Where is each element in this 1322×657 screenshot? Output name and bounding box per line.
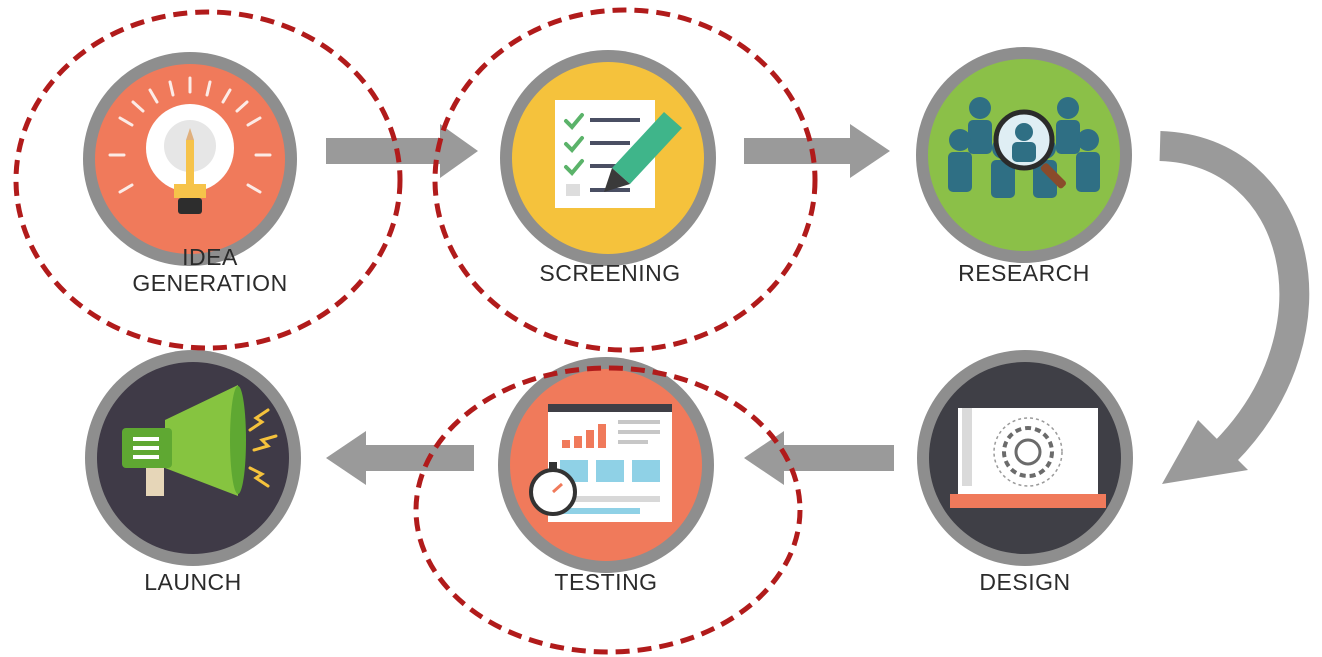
report-stopwatch-icon	[529, 404, 672, 522]
step-research	[916, 47, 1132, 263]
step-label-line: TESTING	[554, 569, 658, 595]
highlight-ellipse-idea-generation	[13, 9, 403, 351]
highlight-ellipse-screening	[432, 7, 818, 353]
arrow-testing-to-launch	[326, 431, 474, 485]
step-label-screening: SCREENING	[500, 260, 720, 286]
megaphone-icon	[122, 385, 278, 496]
step-label-research: RESEARCH	[914, 260, 1134, 286]
step-launch	[85, 350, 301, 566]
highlight-ellipse-testing	[413, 365, 803, 655]
step-label-launch: LAUNCH	[93, 569, 293, 595]
step-label-line: DESIGN	[979, 569, 1071, 595]
step-label-line: LAUNCH	[144, 569, 242, 595]
step-idea-generation	[83, 52, 297, 266]
step-label-line: RESEARCH	[958, 260, 1090, 286]
step-label-design: DESIGN	[925, 569, 1125, 595]
arrow-idea-to-screening	[326, 124, 478, 178]
people-magnifier-icon	[948, 97, 1100, 198]
checklist-icon	[555, 100, 682, 208]
blueprint-gear-icon	[950, 408, 1106, 508]
lightbulb-icon	[108, 76, 272, 214]
step-label-line: SCREENING	[539, 260, 681, 286]
arrow-research-to-design-curved	[1159, 131, 1310, 484]
arrow-design-to-testing	[744, 431, 894, 485]
step-label-testing: TESTING	[506, 569, 706, 595]
step-label-line: IDEA	[182, 244, 238, 270]
step-label-line: GENERATION	[132, 270, 288, 296]
step-design	[917, 350, 1133, 566]
arrow-screening-to-research	[744, 124, 890, 178]
step-screening	[500, 50, 716, 266]
step-label-idea-generation: IDEA GENERATION	[120, 244, 300, 296]
step-testing	[498, 357, 714, 573]
